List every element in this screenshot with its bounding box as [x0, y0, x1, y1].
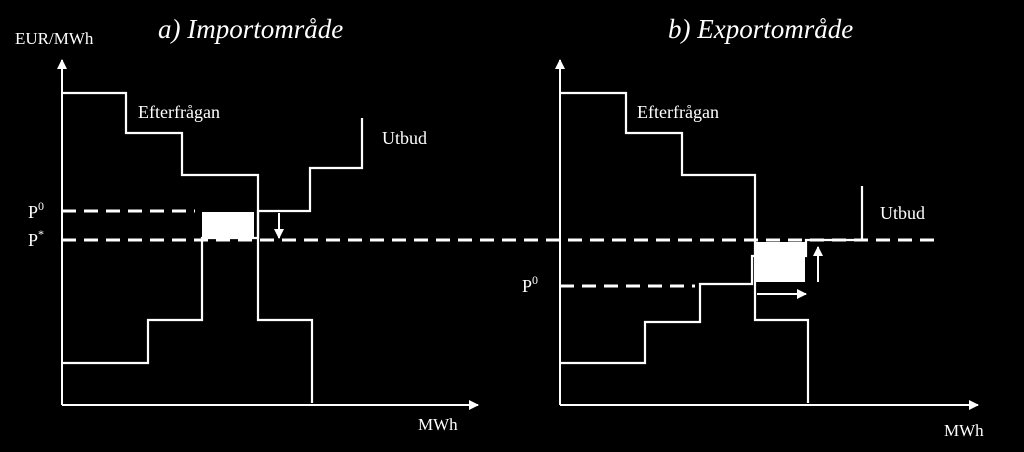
panel-b-demand-label: Efterfrågan — [637, 102, 719, 122]
panel-b-p0-sup: 0 — [532, 273, 538, 287]
panel-b-title: b) Exportområde — [668, 14, 853, 44]
panel-a-p0-sup: 0 — [38, 199, 44, 213]
panel-a-pstar-label: P* — [28, 227, 44, 250]
y-axis-label: EUR/MWh — [15, 29, 94, 48]
panel-a-demand-label: Efterfrågan — [138, 102, 220, 122]
panel-a-title: a) Importområde — [158, 14, 343, 44]
panel-b-x-axis-label: MWh — [944, 421, 984, 440]
panel-a-pstar-sup: * — [38, 227, 44, 241]
panel-a-supply-label: Utbud — [382, 128, 427, 148]
panel-a-demand-curve — [62, 91, 314, 403]
panel-b-rent-box — [755, 242, 805, 282]
panel-a-p0-letter: P — [28, 202, 38, 222]
panel-b-supply-label: Utbud — [880, 203, 925, 223]
panel-a-pstar-letter: P — [28, 230, 38, 250]
panel-a: a) Importområde Efterfrågan Utbud MWh P0… — [28, 14, 935, 434]
panel-b-supply-curve — [560, 186, 864, 365]
panel-b-p0-letter: P — [522, 276, 532, 296]
panel-a-x-axis-label: MWh — [418, 415, 458, 434]
panel-b-demand-curve — [560, 91, 810, 403]
panel-a-p0-label: P0 — [28, 199, 44, 222]
panel-a-supply-curve — [62, 118, 364, 365]
panel-b: b) Exportområde Efterfrågan Utbud MWh P0 — [522, 14, 984, 440]
panel-b-p0-label: P0 — [522, 273, 538, 296]
panel-a-rent-box — [202, 212, 254, 237]
